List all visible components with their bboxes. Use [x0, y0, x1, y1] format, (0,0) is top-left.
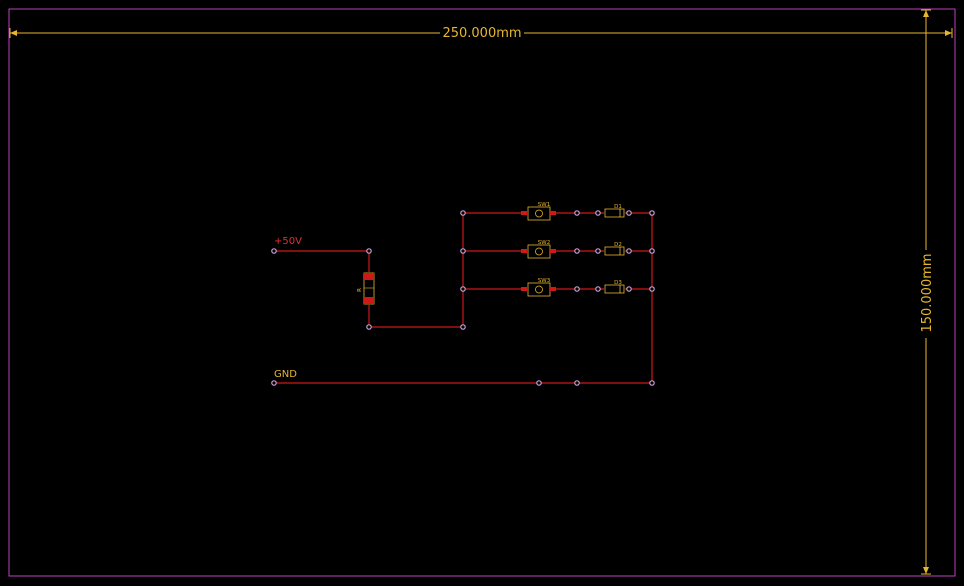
pad-gnd-right[interactable] — [649, 380, 655, 386]
diode-d2-ref: D2 — [614, 242, 622, 248]
pads — [271, 210, 655, 386]
pad-row1-left[interactable] — [460, 210, 466, 216]
pad-d3-a[interactable] — [595, 286, 601, 292]
pad-d1-a[interactable] — [595, 210, 601, 216]
pad-vcc[interactable] — [271, 248, 277, 254]
pad-row2-mid[interactable] — [574, 248, 580, 254]
pad-row3-left[interactable] — [460, 286, 466, 292]
diode-d3[interactable] — [604, 284, 625, 294]
switch-sw1[interactable] — [521, 206, 556, 221]
pad-d1-k[interactable] — [626, 210, 632, 216]
switch-sw2[interactable] — [521, 244, 556, 259]
pad-row2-right[interactable] — [649, 248, 655, 254]
switch-sw3-ref: SW3 — [538, 278, 551, 284]
height-dimension[interactable] — [921, 9, 931, 575]
switch-sw3[interactable] — [521, 282, 556, 297]
pad-d2-k[interactable] — [626, 248, 632, 254]
pad-row1-right[interactable] — [649, 210, 655, 216]
pad-row2-left[interactable] — [460, 248, 466, 254]
pad-gnd-1[interactable] — [536, 380, 542, 386]
gnd-net-label: GND — [274, 369, 297, 380]
switch-sw2-ref: SW2 — [538, 240, 550, 246]
width-dimension-label: 250.000mm — [442, 26, 521, 41]
pad-row3-mid[interactable] — [574, 286, 580, 292]
board-outline — [8, 8, 956, 577]
diode-d2[interactable] — [604, 246, 625, 256]
vcc-net-label: +50V — [274, 236, 302, 247]
resistor-ref: R — [357, 288, 363, 292]
resistor-r[interactable] — [363, 272, 375, 305]
pad-r-bottom[interactable] — [366, 324, 372, 330]
diode-d3-ref: D3 — [614, 280, 622, 286]
pad-d2-a[interactable] — [595, 248, 601, 254]
diode-d1[interactable] — [604, 208, 625, 218]
width-dimension[interactable] — [9, 28, 953, 38]
height-dimension-label: 150.000mm — [920, 253, 935, 332]
pad-bus-junction[interactable] — [460, 324, 466, 330]
traces — [274, 212, 653, 384]
switch-sw1-ref: SW1 — [538, 202, 550, 208]
pad-d3-k[interactable] — [626, 286, 632, 292]
pad-row3-right[interactable] — [649, 286, 655, 292]
pad-gnd[interactable] — [271, 380, 277, 386]
pad-r-top[interactable] — [366, 248, 372, 254]
diode-d1-ref: D1 — [614, 204, 622, 210]
pad-row1-mid[interactable] — [574, 210, 580, 216]
pad-gnd-2[interactable] — [574, 380, 580, 386]
